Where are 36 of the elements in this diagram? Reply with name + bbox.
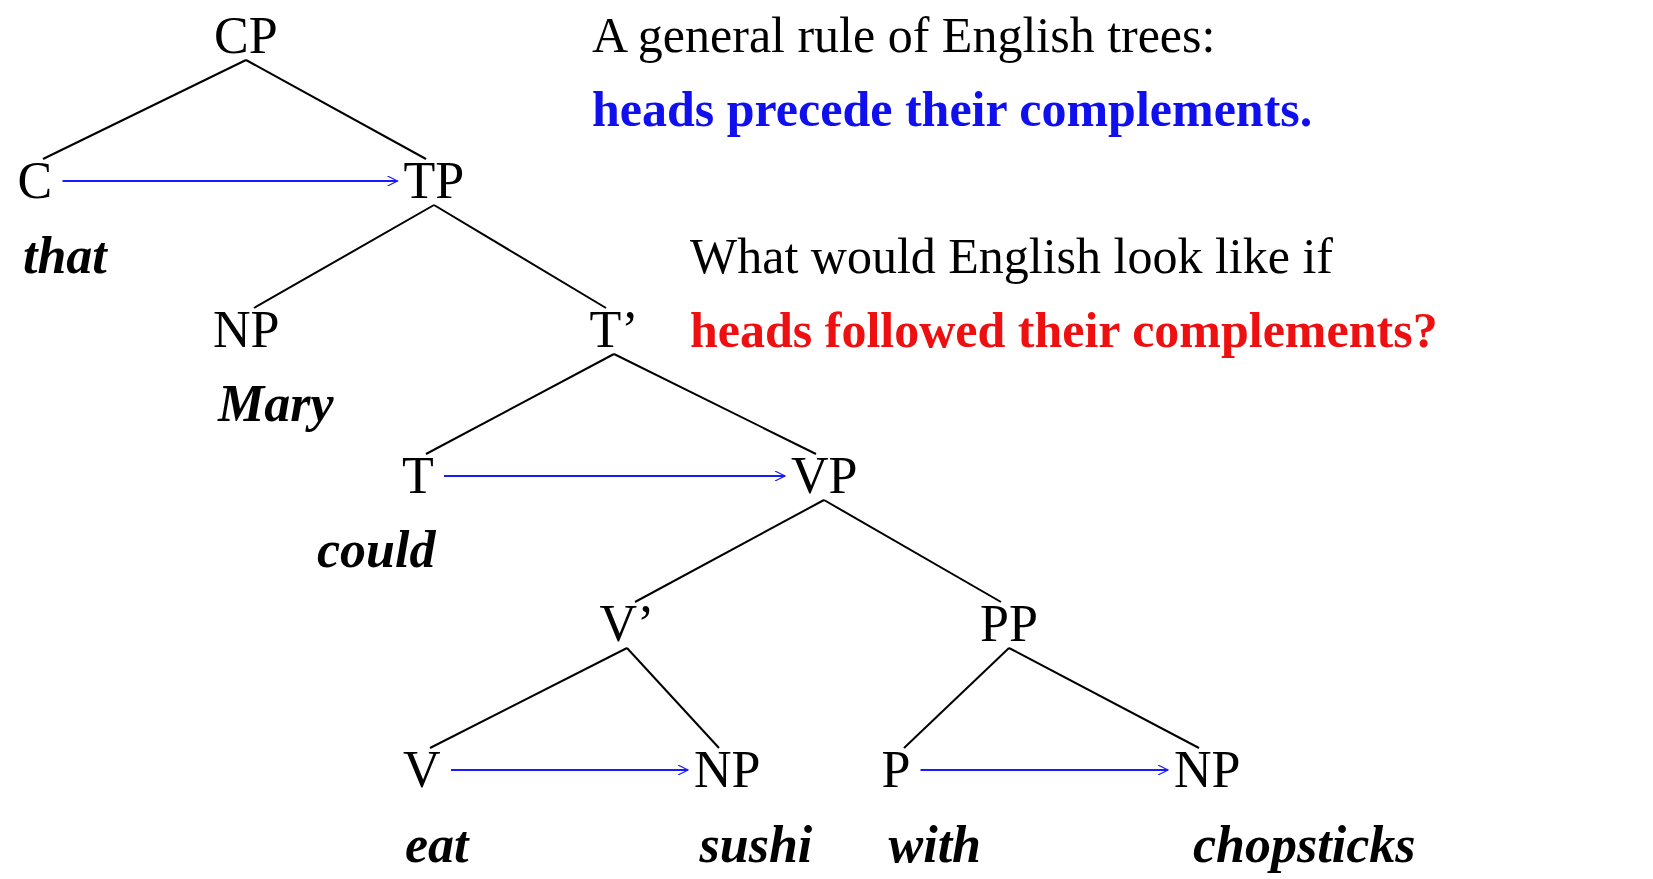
- arrow: [61, 175, 399, 187]
- category-label: V’: [595, 598, 659, 650]
- tree-branch: [253, 204, 435, 309]
- tree-branch: [245, 59, 427, 160]
- word-label: could: [317, 524, 436, 576]
- tree-branch: [429, 647, 628, 749]
- word-label: that: [23, 230, 107, 282]
- category-label: VP: [787, 450, 862, 502]
- category-label: PP: [976, 598, 1042, 650]
- tree-branch: [1008, 647, 1200, 749]
- word-label: Mary: [218, 378, 334, 430]
- tree-branch: [626, 647, 720, 749]
- category-label: V: [399, 744, 445, 796]
- word-label: eat: [405, 819, 469, 871]
- tree-branch: [634, 499, 825, 603]
- tree-branch: [42, 59, 247, 160]
- category-label: TP: [399, 155, 469, 207]
- tree-branch: [903, 647, 1010, 749]
- arrow: [919, 764, 1169, 776]
- arrow: [450, 764, 689, 776]
- arrow: [443, 470, 786, 482]
- category-label: NP: [1170, 744, 1245, 796]
- category-label: NP: [209, 304, 284, 356]
- tree-branch: [823, 499, 1002, 603]
- word-label: chopsticks: [1193, 819, 1416, 871]
- category-label: NP: [690, 744, 765, 796]
- category-label: C: [13, 155, 57, 207]
- word-label: sushi: [699, 819, 813, 871]
- category-label: T’: [585, 304, 643, 356]
- tree-branch: [613, 353, 817, 455]
- category-label: CP: [210, 10, 282, 62]
- tree-branch: [425, 353, 615, 455]
- category-label: P: [877, 744, 915, 796]
- tree-branch: [433, 204, 607, 309]
- word-label: with: [888, 819, 981, 871]
- category-label: T: [398, 450, 438, 502]
